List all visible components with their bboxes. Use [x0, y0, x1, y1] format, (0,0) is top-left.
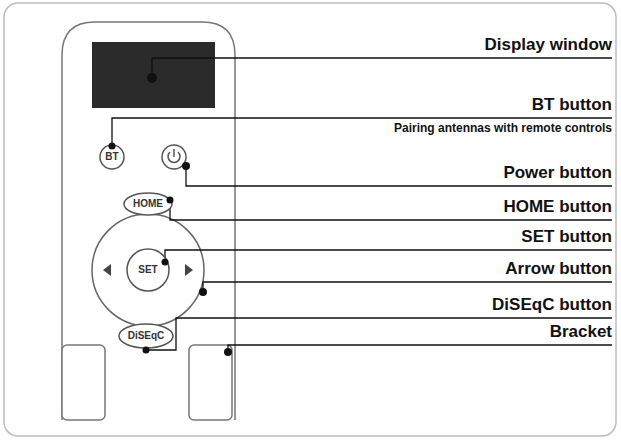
callout-label: Power button: [503, 164, 612, 183]
button-shape: SET: [126, 248, 170, 292]
display-window: [92, 42, 215, 108]
callout-label: DiSEqC button: [492, 296, 612, 315]
button-shape: DiSEqC: [118, 323, 174, 349]
button-label: HOME: [133, 199, 163, 209]
right-arrow: [185, 264, 193, 276]
callout-label: Arrow button: [505, 260, 612, 279]
callout-label: Display window: [484, 36, 612, 55]
leader-dots: [147, 73, 232, 356]
callout-label: Pairing antennas with remote controls: [394, 122, 612, 135]
button-label: DiSEqC: [128, 331, 165, 341]
callout-label: SET button: [521, 228, 612, 247]
left-arrow: [103, 264, 111, 276]
power-symbol: [168, 149, 180, 162]
bracket-left: [62, 345, 105, 420]
remote-body: [62, 22, 235, 420]
leader-lines: [112, 58, 612, 352]
button-label: BT: [105, 152, 118, 162]
arrow-ring: [92, 214, 204, 326]
callout-label: HOME button: [503, 198, 612, 217]
button-shape: BT: [99, 144, 125, 170]
outer-frame: [4, 3, 616, 436]
callout-label: Bracket: [550, 323, 612, 342]
button-label: SET: [138, 265, 157, 275]
bracket-right: [189, 345, 232, 420]
button-shape: HOME: [123, 192, 173, 216]
callout-label: BT button: [532, 96, 612, 115]
